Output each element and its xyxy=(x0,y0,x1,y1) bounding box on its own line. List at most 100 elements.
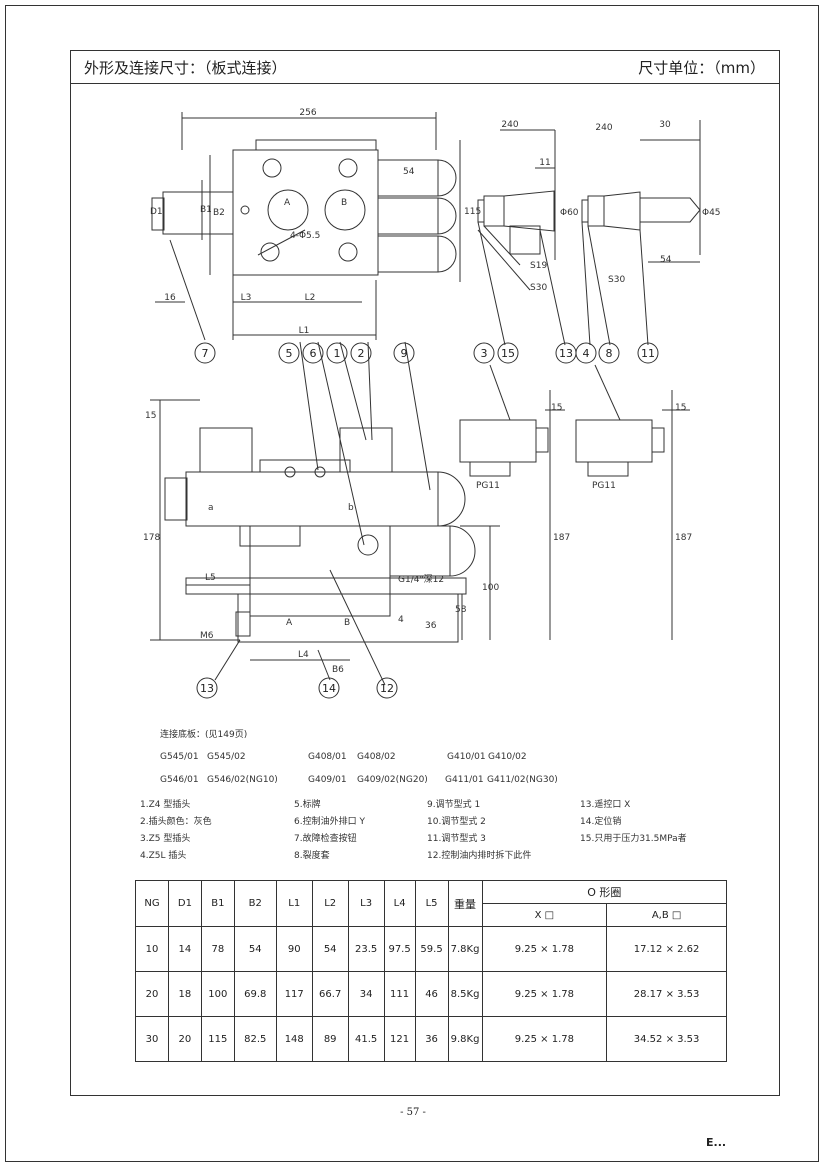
table-cell: 8.5Kg xyxy=(447,971,483,1017)
spec-table: NG D1 B1 B2 L1 L2 L3 L4 L5 重量 O 形圈 X □ A… xyxy=(135,880,728,1062)
svg-text:1: 1 xyxy=(334,347,341,360)
svg-text:13: 13 xyxy=(559,347,573,360)
svg-text:Φ45: Φ45 xyxy=(702,208,721,218)
legend-item: 12.控制油内排时拆下此件 xyxy=(427,851,532,861)
col-header: NG xyxy=(135,880,169,927)
table-cell: 23.5 xyxy=(347,926,385,972)
svg-text:15: 15 xyxy=(675,403,686,413)
plug-view-2 xyxy=(575,364,690,640)
table-cell: 66.7 xyxy=(311,971,349,1017)
svg-text:9: 9 xyxy=(401,347,408,360)
legend-item: 6.控制油外排口 Y xyxy=(294,817,365,827)
legend-item: 7.故障检查按钮 xyxy=(294,834,357,844)
svg-text:2: 2 xyxy=(358,347,365,360)
legend-item: 2.插头颜色：灰色 xyxy=(140,817,212,827)
svg-text:L2: L2 xyxy=(305,293,316,303)
connection-item: G545/01 xyxy=(160,752,199,762)
table-cell: 28.17 × 3.53 xyxy=(606,971,727,1017)
col-header: 重量 xyxy=(447,880,483,927)
connection-item: G408/02 xyxy=(357,752,396,762)
svg-text:54: 54 xyxy=(403,167,415,177)
svg-text:256: 256 xyxy=(299,108,316,118)
legend-item: 13.遥控口 X xyxy=(580,800,631,810)
svg-text:A: A xyxy=(284,198,291,208)
svg-text:240: 240 xyxy=(501,120,518,130)
table-cell: 9.25 × 1.78 xyxy=(481,1016,608,1062)
content-frame: 外形及连接尺寸：（板式连接） 尺寸单位：（mm） xyxy=(70,50,780,1096)
table-cell: 117 xyxy=(275,971,313,1017)
svg-text:B6: B6 xyxy=(332,665,344,675)
svg-text:4-Φ5.5: 4-Φ5.5 xyxy=(290,231,320,241)
svg-text:11: 11 xyxy=(539,158,550,168)
svg-text:B: B xyxy=(344,618,350,628)
table-cell: 20 xyxy=(135,971,169,1017)
table-cell: 10 xyxy=(135,926,169,972)
connection-item: G409/01 xyxy=(308,775,347,785)
svg-text:240: 240 xyxy=(595,123,612,133)
plug-view-1 xyxy=(459,364,565,640)
page-number: - 57 - xyxy=(400,1107,426,1118)
table-cell: 111 xyxy=(383,971,416,1017)
corner-mark: E... xyxy=(706,1136,727,1149)
table-cell: 90 xyxy=(275,926,313,972)
svg-text:13: 13 xyxy=(200,682,214,695)
table-cell: 59.5 xyxy=(414,926,449,972)
svg-text:4: 4 xyxy=(583,347,590,360)
svg-text:15: 15 xyxy=(551,403,562,413)
svg-text:115: 115 xyxy=(464,207,481,217)
connection-item: G410/02 xyxy=(488,752,527,762)
unit-label: 尺寸单位：（mm） xyxy=(638,59,765,77)
svg-text:b: b xyxy=(348,503,354,513)
svg-text:16: 16 xyxy=(164,293,176,303)
col-header: X □ xyxy=(481,903,608,927)
top-view xyxy=(151,112,461,341)
legend-item: 14.定位销 xyxy=(580,817,622,827)
table-cell: 115 xyxy=(200,1016,235,1062)
connection-label: 连接底板：(见149页) xyxy=(160,730,248,740)
svg-text:15: 15 xyxy=(145,411,156,421)
svg-text:S19: S19 xyxy=(530,261,547,271)
svg-text:L4: L4 xyxy=(298,650,309,660)
table-cell: 7.8Kg xyxy=(447,926,483,972)
table-cell: 18 xyxy=(167,971,202,1017)
table-cell: 34.52 × 3.53 xyxy=(606,1016,727,1062)
connection-item: G408/01 xyxy=(308,752,347,762)
svg-text:PG11: PG11 xyxy=(476,481,500,491)
svg-text:54: 54 xyxy=(660,255,672,265)
legend-item: 10.调节型式 2 xyxy=(427,817,486,827)
svg-text:S30: S30 xyxy=(608,275,625,285)
connection-item: G411/02(NG30) xyxy=(487,775,558,785)
svg-text:30: 30 xyxy=(659,120,671,130)
svg-text:15: 15 xyxy=(501,347,515,360)
legend-item: 5.标牌 xyxy=(294,800,321,810)
col-header: L2 xyxy=(311,880,349,927)
col-header: L1 xyxy=(275,880,313,927)
page-border xyxy=(5,5,819,1162)
table-cell: 54 xyxy=(311,926,349,972)
connection-item: G545/02 xyxy=(207,752,246,762)
table-cell: 97.5 xyxy=(383,926,416,972)
svg-text:100: 100 xyxy=(482,583,499,593)
o-ring-header: O 形圈 xyxy=(481,880,728,904)
svg-text:5: 5 xyxy=(286,347,293,360)
svg-text:L5: L5 xyxy=(205,573,216,583)
col-header: A,B □ xyxy=(606,903,727,927)
svg-text:L1: L1 xyxy=(299,326,310,336)
svg-text:11: 11 xyxy=(641,347,655,360)
table-row: 30 20 115 82.5 148 89 41.5 121 36 9.8Kg … xyxy=(135,1016,727,1062)
svg-text:G1/4"深12: G1/4"深12 xyxy=(398,574,444,585)
svg-text:187: 187 xyxy=(553,533,570,543)
table-cell: 89 xyxy=(311,1016,349,1062)
connection-item: G546/01 xyxy=(160,775,199,785)
col-header: L5 xyxy=(414,880,449,927)
svg-text:M6: M6 xyxy=(200,631,214,641)
svg-text:6: 6 xyxy=(310,347,317,360)
col-header: D1 xyxy=(167,880,202,927)
svg-text:12: 12 xyxy=(380,682,394,695)
svg-text:187: 187 xyxy=(675,533,692,543)
table-cell: 82.5 xyxy=(233,1016,277,1062)
svg-text:S30: S30 xyxy=(530,283,547,293)
legend-item: 1.Z4 型插头 xyxy=(140,800,191,810)
side-view-2 xyxy=(581,120,701,346)
table-cell: 9.25 × 1.78 xyxy=(481,971,608,1017)
